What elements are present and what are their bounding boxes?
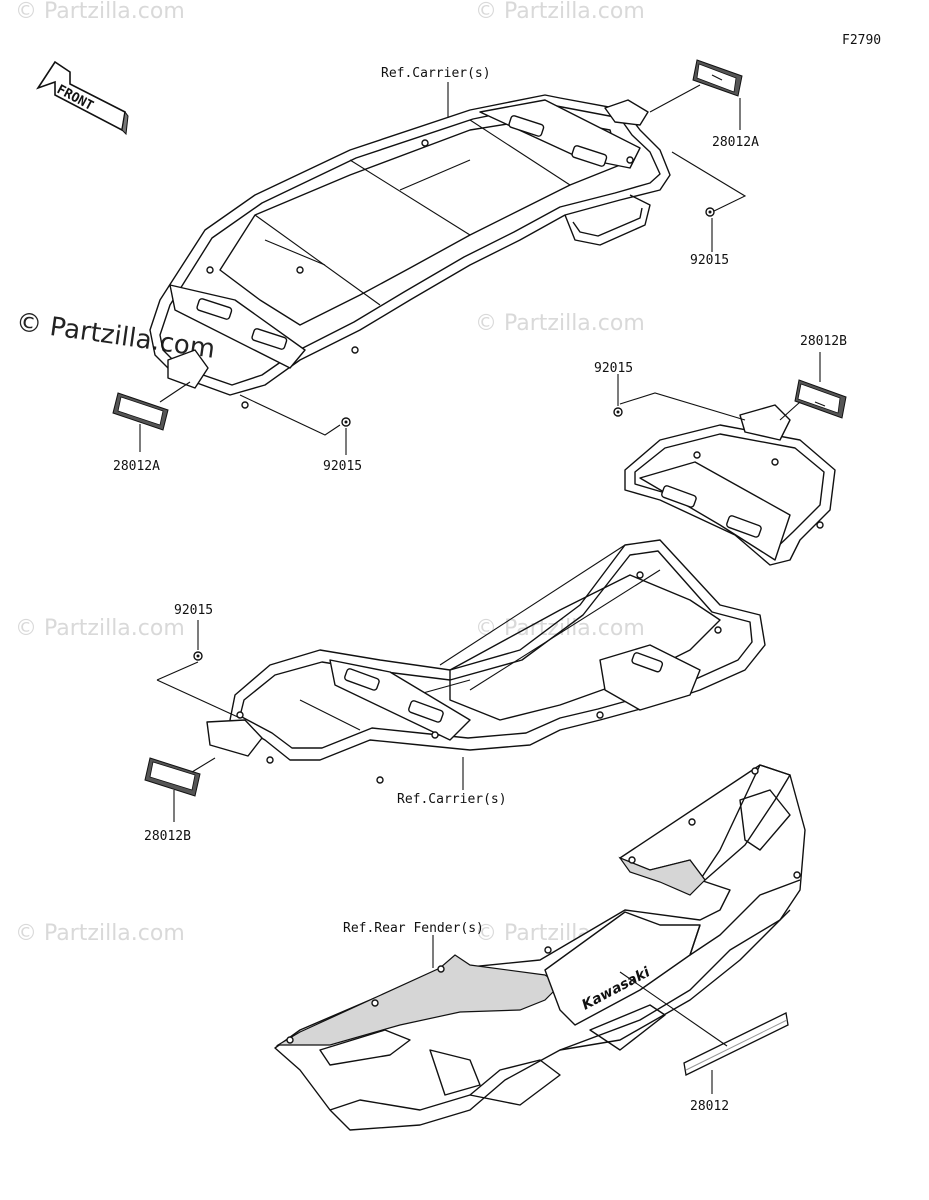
part-28012A-left-label: 28012A [113, 459, 160, 474]
mount-hole [286, 767, 801, 1044]
watermark: © Partzilla.com [15, 0, 185, 24]
part-28012B-left-label: 28012B [144, 829, 191, 844]
carrier-bottom [206, 404, 836, 784]
nut-92015-lower-left [193, 651, 203, 661]
nut-92015-mid-right [613, 407, 623, 417]
part-92015-mid-right-label: 92015 [594, 361, 633, 376]
part-92015-top-label: 92015 [690, 253, 729, 268]
ref-carrier-label-top: Ref.Carrier(s) [381, 66, 491, 81]
mount-stud [206, 139, 634, 409]
watermark: © Partzilla.com [15, 616, 185, 641]
part-92015-mid-left-label: 92015 [323, 459, 362, 474]
reflector-28012B-left [144, 757, 201, 797]
part-28012-label: 28012 [690, 1099, 729, 1114]
nut-92015-top [705, 207, 715, 217]
reflector-28012A-top [692, 59, 743, 97]
carrier-top [149, 94, 671, 409]
front-arrow-icon: FRONT [36, 60, 129, 136]
watermark: © Partzilla.com [475, 311, 645, 336]
label-strip-28012 [683, 1012, 789, 1076]
part-28012B-right-label: 28012B [800, 334, 847, 349]
part-92015-lower-left-label: 92015 [174, 603, 213, 618]
figure-code: F2790 [842, 33, 881, 48]
rear-fender: Kawasaki [274, 764, 806, 1131]
reflector-28012A-left [112, 392, 169, 431]
watermark-group: © Partzilla.com © Partzilla.com © Partzi… [15, 0, 645, 946]
ref-carrier-label-bottom: Ref.Carrier(s) [397, 792, 507, 807]
nut-92015-mid-left [341, 417, 351, 427]
mount-stud [236, 451, 824, 784]
watermark: © Partzilla.com [475, 0, 645, 24]
watermark: © Partzilla.com [15, 921, 185, 946]
reflector-28012B-right [794, 379, 847, 419]
part-28012A-top-label: 28012A [712, 135, 759, 150]
ref-rear-fender-label: Ref.Rear Fender(s) [343, 921, 484, 936]
